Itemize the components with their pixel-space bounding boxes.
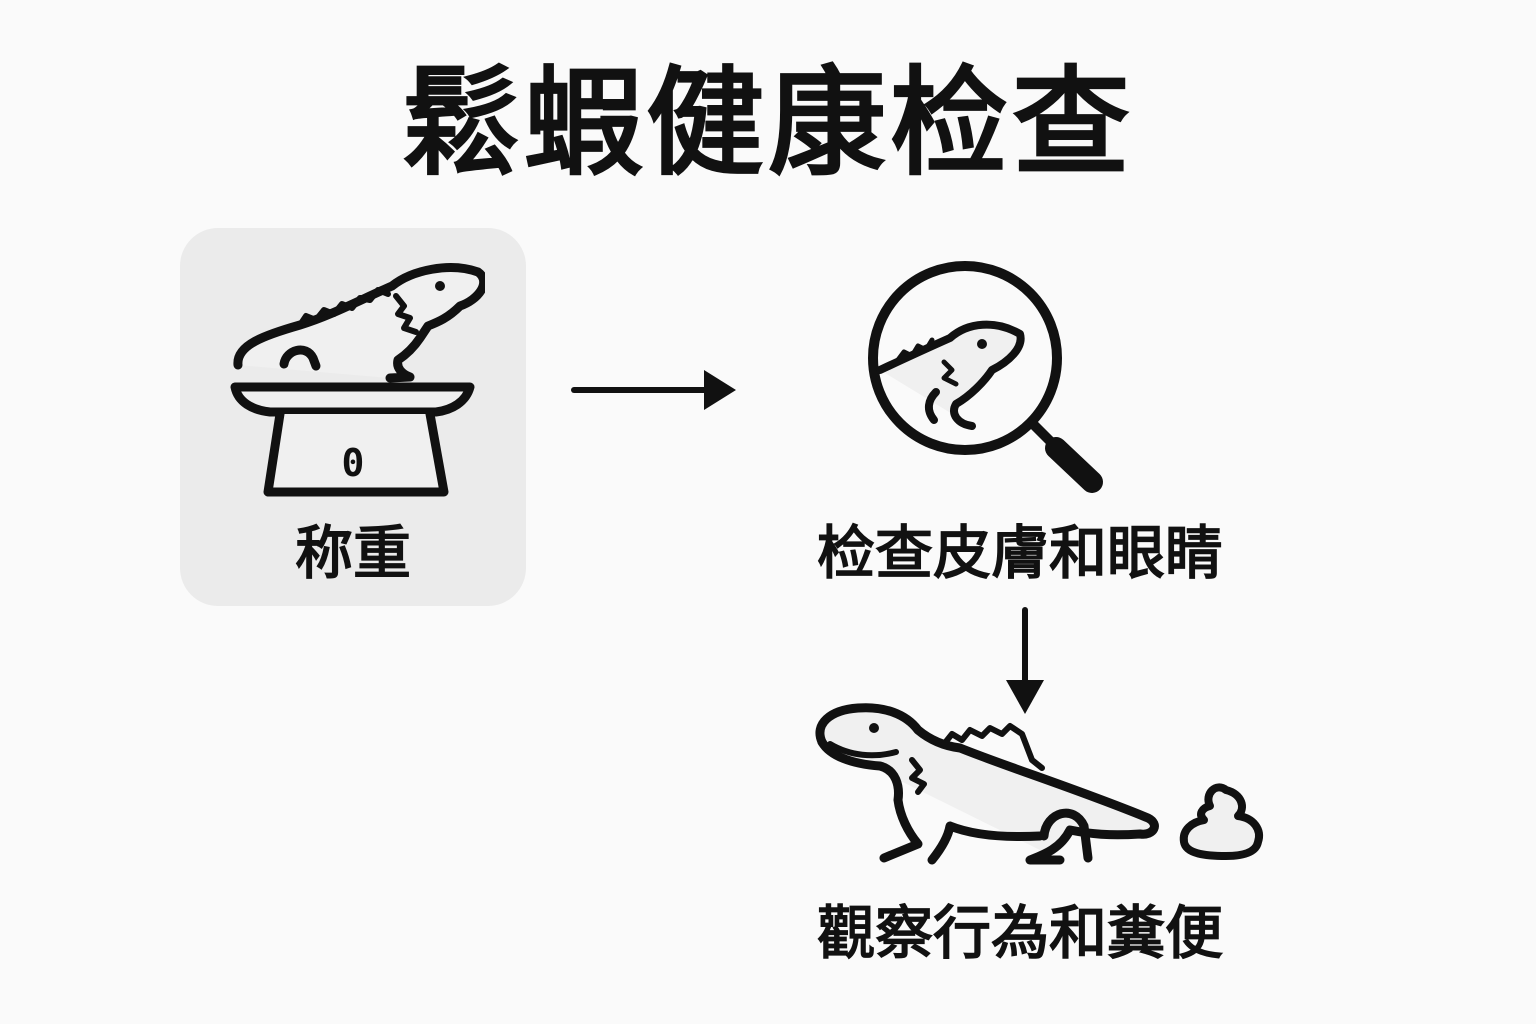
diagram-title: 鬆蝦健康检查 — [401, 54, 1134, 192]
arrow-down-icon — [1006, 607, 1044, 714]
weigh-step-label: 称重 — [294, 519, 411, 587]
arrow-right-icon — [571, 370, 736, 410]
observe-step-label: 觀察行為和糞便 — [816, 899, 1223, 967]
lizard-with-poop-icon — [815, 703, 1263, 865]
inspect-step-label: 检查皮膚和眼睛 — [816, 519, 1223, 587]
scale-display: 0 — [342, 441, 365, 485]
lizard-on-scale-icon: 0 — [230, 263, 485, 497]
magnifier-lizard-icon — [868, 261, 1103, 493]
